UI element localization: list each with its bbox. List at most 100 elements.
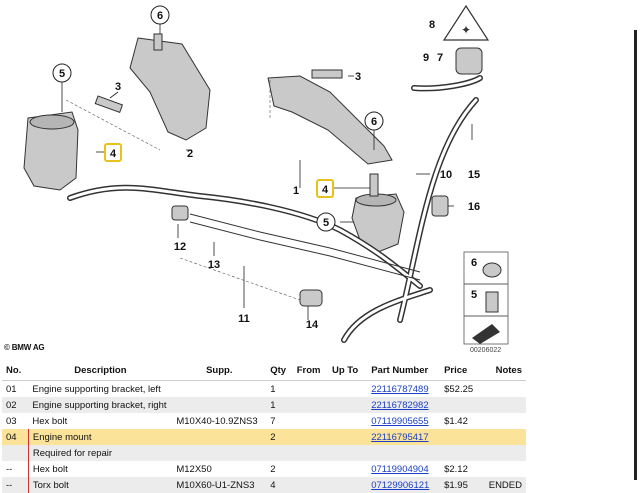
cell-supp: M12X50 — [172, 461, 267, 477]
cell-price — [440, 429, 482, 445]
callout-number-7[interactable]: 7 — [437, 52, 443, 64]
part-number-link[interactable]: 07119905655 — [371, 415, 429, 427]
highlight-box-right — [316, 179, 334, 198]
cell-from — [292, 461, 328, 477]
cell-qty: 2 — [266, 429, 293, 445]
cell-desc: Required for repair — [27, 445, 173, 461]
callout-number-13[interactable]: 13 — [208, 259, 220, 271]
arrow-legend-icon — [472, 324, 500, 344]
callout-number-1[interactable]: 1 — [293, 185, 299, 197]
cell-supp: M10X40-10.9ZNS3 — [172, 413, 267, 429]
callout-number-10[interactable]: 10 — [440, 169, 452, 181]
cell-upto — [327, 397, 368, 413]
table-row[interactable]: Required for repair — [2, 445, 526, 461]
cell-supp — [172, 380, 267, 397]
cell-upto — [327, 413, 368, 429]
cell-price: $2.12 — [440, 461, 482, 477]
cell-part — [367, 445, 441, 461]
cell-part: 22116782982 — [367, 397, 441, 413]
cell-no: 04 — [2, 429, 29, 445]
callout-number-11[interactable]: 11 — [238, 313, 250, 325]
cell-qty: 1 — [266, 397, 293, 413]
cell-part: 07119904904 — [367, 461, 441, 477]
cell-price — [440, 445, 482, 461]
cell-notes — [481, 380, 526, 397]
cell-supp — [172, 397, 267, 413]
callout-number-16[interactable]: 16 — [468, 201, 480, 213]
part-number-link[interactable]: 07119904904 — [371, 463, 429, 475]
cell-price: $1.95 — [440, 477, 482, 493]
cell-desc: Engine mount — [27, 429, 173, 445]
cell-part: 07129906121 — [367, 477, 441, 493]
cell-part: 22116795417 — [367, 429, 441, 445]
cell-from — [292, 397, 328, 413]
col-header-part-number[interactable]: Part Number — [367, 360, 441, 381]
cell-part: 22116787489 — [367, 380, 441, 397]
callout-number-4[interactable]: 4 — [110, 148, 117, 160]
col-header-supp[interactable]: Supp. — [172, 360, 267, 381]
col-header-price[interactable]: Price — [440, 360, 482, 381]
parts-table: No. Description Supp. Qty From Up To Par… — [2, 360, 526, 493]
callout-number-5[interactable]: 5 — [59, 68, 65, 80]
col-header-description[interactable]: Description — [28, 360, 173, 381]
callout-number-15[interactable]: 15 — [468, 169, 480, 181]
cell-qty: 4 — [266, 477, 293, 493]
part-number-link[interactable]: 22116795417 — [371, 431, 429, 443]
cell-notes — [481, 413, 526, 429]
cell-from — [292, 380, 328, 397]
col-header-no[interactable]: No. — [2, 360, 29, 381]
cell-no: 03 — [2, 413, 29, 429]
part-number-link[interactable]: 22116782982 — [371, 399, 429, 411]
callout-number-5[interactable]: 5 — [471, 289, 477, 301]
cell-no: -- — [2, 461, 29, 477]
cell-no: 02 — [2, 397, 29, 413]
callout-number-9[interactable]: 9 — [423, 52, 429, 64]
callout-number-14[interactable]: 14 — [306, 319, 319, 331]
right-bracket-part — [267, 75, 393, 165]
warning-triangle-icon: ✦ — [442, 4, 490, 41]
cell-qty — [266, 445, 293, 461]
vacuum-reservoir-part — [455, 47, 483, 75]
cell-notes — [481, 429, 526, 445]
cell-desc: Hex bolt — [27, 461, 173, 477]
cell-upto — [327, 445, 368, 461]
cell-from — [292, 477, 328, 493]
callout-number-6[interactable]: 6 — [157, 10, 163, 22]
callout-number-2[interactable]: 2 — [187, 148, 193, 160]
copyright-label: © BMW AG — [4, 343, 45, 352]
callout-number-8[interactable]: 8 — [429, 19, 435, 31]
callout-number-3[interactable]: 3 — [355, 71, 361, 83]
cell-no: -- — [2, 477, 29, 493]
cell-part: 07119905655 — [367, 413, 441, 429]
callout-number-5[interactable]: 5 — [323, 217, 329, 229]
col-header-qty[interactable]: Qty — [266, 360, 293, 381]
part-number-link[interactable]: 22116787489 — [371, 383, 429, 395]
cell-notes — [481, 461, 526, 477]
cell-desc: Engine supporting bracket, left — [28, 380, 173, 397]
highlight-box-left — [104, 143, 122, 162]
cell-upto — [327, 429, 368, 445]
callout-number-4[interactable]: 4 — [322, 184, 329, 196]
callout-number-12[interactable]: 12 — [174, 241, 186, 253]
callout-number-6[interactable]: 6 — [371, 116, 377, 128]
col-header-notes[interactable]: Notes — [481, 360, 526, 381]
col-header-upto[interactable]: Up To — [327, 360, 368, 381]
col-header-from[interactable]: From — [292, 360, 328, 381]
cell-upto — [327, 477, 368, 493]
cell-no — [2, 445, 29, 461]
callout-number-6[interactable]: 6 — [471, 257, 477, 269]
cell-supp — [172, 429, 267, 445]
svg-text:✦: ✦ — [461, 23, 471, 37]
part-number-link[interactable]: 07129906121 — [371, 479, 430, 491]
left-engine-mount-part — [23, 111, 79, 191]
cell-qty: 1 — [266, 380, 293, 397]
cell-qty: 2 — [266, 461, 293, 477]
callout-number-3[interactable]: 3 — [115, 81, 121, 93]
